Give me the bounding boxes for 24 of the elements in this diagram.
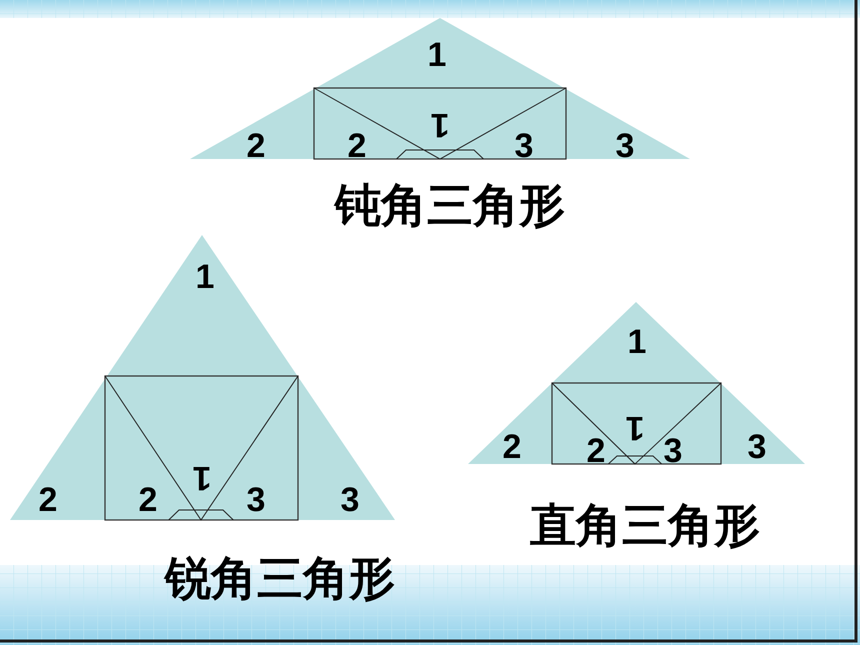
angle-number: 2: [586, 434, 606, 468]
triangle-type-caption: 直角三角形: [530, 502, 760, 548]
angle-number: 1: [192, 461, 212, 495]
angle-number: 2: [38, 483, 58, 517]
angle-number: 2: [246, 129, 266, 163]
angle-number: 1: [430, 108, 450, 142]
angle-number: 3: [340, 483, 360, 517]
angle-number: 3: [616, 129, 634, 163]
triangle-drawing: [190, 18, 690, 159]
angle-number: 3: [514, 129, 534, 163]
angle-number: 1: [196, 260, 214, 294]
triangle-drawing: [468, 302, 805, 464]
angle-number: 2: [502, 430, 522, 464]
triangle-drawing: [10, 235, 395, 520]
angle-number: 1: [628, 325, 646, 359]
triangle-type-caption: 锐角三角形: [165, 555, 395, 601]
angle-number: 3: [246, 483, 266, 517]
angle-number: 3: [748, 430, 766, 464]
angle-number: 1: [626, 411, 644, 445]
triangle-type-caption: 钝角三角形: [335, 182, 565, 228]
angle-number: 2: [348, 129, 366, 163]
angle-number: 1: [428, 38, 446, 72]
angle-number: 2: [138, 483, 158, 517]
angle-number: 3: [664, 434, 682, 468]
